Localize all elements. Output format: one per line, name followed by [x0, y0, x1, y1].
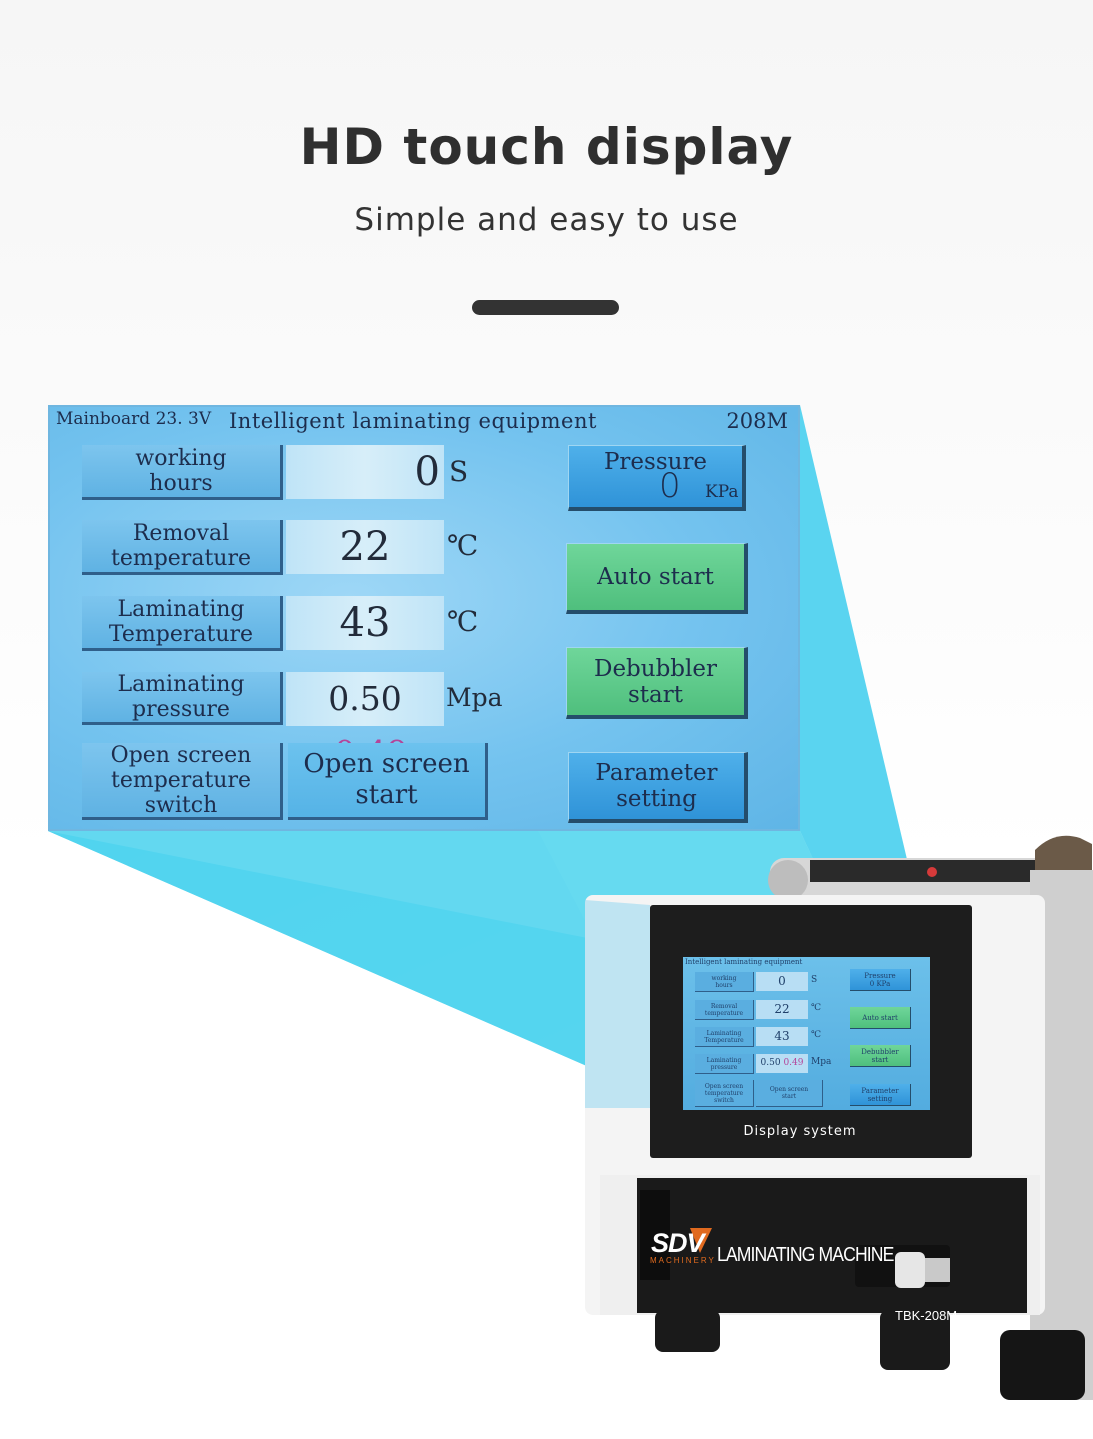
- pressure-display: Pressure 0 KPa: [568, 445, 746, 511]
- value-laminating-temperature[interactable]: 43: [286, 596, 444, 650]
- screen-model: 208M: [726, 409, 788, 433]
- mini-unit-laminating-temperature: ℃: [811, 1030, 822, 1040]
- unit-removal-temperature: ℃: [447, 529, 479, 562]
- pressure-unit: KPa: [705, 481, 739, 502]
- unit-laminating-pressure: Mpa: [446, 683, 503, 712]
- mini-value-laminating-temperature: 43: [756, 1027, 808, 1046]
- brand-sub: MACHINERY: [650, 1256, 716, 1265]
- value-working-hours[interactable]: 0: [286, 445, 444, 499]
- model-label: TBK-208M: [895, 1308, 958, 1323]
- screen-topbar: Mainboard 23. 3V Intelligent laminating …: [54, 409, 788, 433]
- display-caption: Display system: [743, 1124, 857, 1139]
- brand-logo: SDV: [651, 1228, 705, 1258]
- mini-unit-laminating-pressure: Mpa: [811, 1057, 832, 1067]
- screen-title: Intelligent laminating equipment: [229, 409, 597, 433]
- unit-laminating-temperature: ℃: [447, 605, 479, 638]
- pressure-setpoint: 0.50: [328, 679, 402, 718]
- mini-value-laminating-pressure: 0.50 0.49: [756, 1054, 808, 1073]
- divider: [472, 300, 619, 315]
- unit-working-hours: S: [449, 455, 469, 488]
- mini-unit-removal-temperature: ℃: [811, 1003, 822, 1013]
- touch-screen: Mainboard 23. 3V Intelligent laminating …: [48, 405, 800, 831]
- mainboard-voltage: Mainboard 23. 3V: [56, 409, 212, 429]
- machine-screen: Intelligent laminating equipment working…: [683, 957, 930, 1110]
- pressure-value: 0: [659, 465, 681, 506]
- mini-value-working-hours: 0: [756, 972, 808, 991]
- mini-auto-start: Auto start: [850, 1007, 911, 1029]
- mini-value-removal-temperature: 22: [756, 1000, 808, 1019]
- auto-start-button[interactable]: Auto start: [566, 543, 748, 614]
- product-name: LAMINATING MACHINE: [717, 1244, 894, 1266]
- value-removal-temperature[interactable]: 22: [286, 520, 444, 574]
- value-laminating-pressure[interactable]: 0.50 0.49: [286, 672, 444, 772]
- subheadline: Simple and easy to use: [354, 202, 739, 238]
- mini-title: Intelligent laminating equipment: [685, 958, 803, 966]
- headline: HD touch display: [299, 118, 794, 176]
- mini-unit-working-hours: S: [811, 975, 818, 985]
